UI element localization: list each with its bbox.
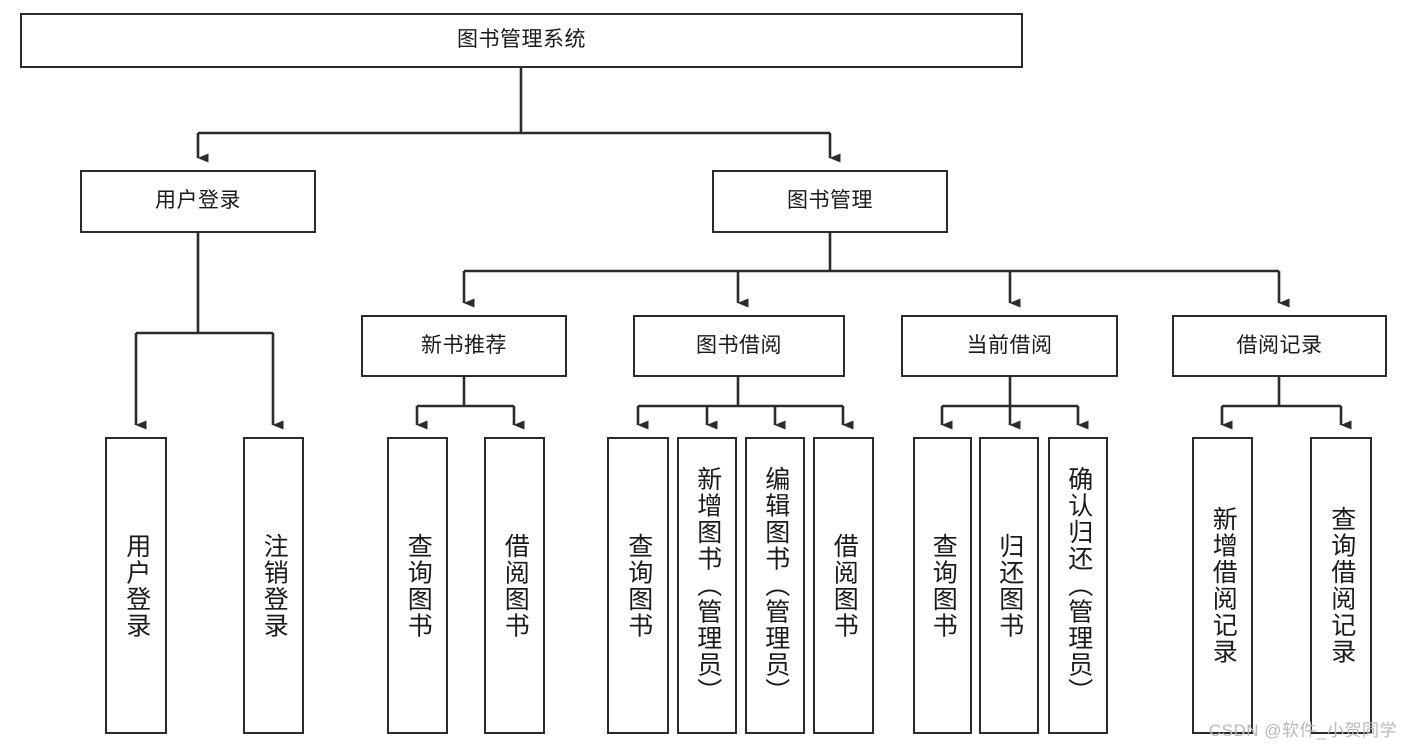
node-label: 查询图书 <box>404 532 433 639</box>
leaf-confirm-return[interactable]: 确认归还（管理员） <box>1048 437 1108 734</box>
node-label: 查询借阅记录 <box>1327 506 1356 665</box>
leaf-query-borrow-record[interactable]: 查询借阅记录 <box>1310 437 1372 734</box>
leaf-logout-login[interactable]: 注销登录 <box>243 437 304 734</box>
node-label: 新书推荐 <box>421 333 507 357</box>
node-label: 归还图书 <box>995 532 1024 639</box>
leaf-user-login[interactable]: 用户登录 <box>105 437 167 734</box>
leaf-borrow-book[interactable]: 借阅图书 <box>813 437 874 734</box>
node-borrow-record[interactable]: 借阅记录 <box>1172 315 1387 377</box>
node-label: 新增图书（管理员） <box>693 466 722 705</box>
node-label: 借阅记录 <box>1236 333 1323 357</box>
node-label: 查询图书 <box>624 532 653 639</box>
node-book-borrow[interactable]: 图书借阅 <box>633 315 845 377</box>
leaf-query-book-borrow[interactable]: 查询图书 <box>607 437 669 734</box>
node-new-book-recommend[interactable]: 新书推荐 <box>361 315 567 377</box>
leaf-query-book-current[interactable]: 查询图书 <box>913 437 972 734</box>
node-label: 查询图书 <box>929 532 958 639</box>
node-label: 注销登录 <box>260 532 289 639</box>
leaf-add-borrow-record[interactable]: 新增借阅记录 <box>1192 437 1253 734</box>
node-label: 新增借阅记录 <box>1209 506 1238 665</box>
leaf-query-book-recommend[interactable]: 查询图书 <box>387 437 448 734</box>
leaf-edit-book[interactable]: 编辑图书（管理员） <box>745 437 805 734</box>
node-book-management-system[interactable]: 图书管理系统 <box>20 13 1023 68</box>
node-book-management[interactable]: 图书管理 <box>712 170 948 233</box>
leaf-borrow-book-recommend[interactable]: 借阅图书 <box>484 437 545 734</box>
node-current-borrow[interactable]: 当前借阅 <box>901 315 1118 377</box>
node-label: 确认归还（管理员） <box>1064 466 1093 705</box>
node-label: 当前借阅 <box>966 333 1053 357</box>
node-label: 编辑图书（管理员） <box>761 466 790 705</box>
leaf-return-book[interactable]: 归还图书 <box>979 437 1039 734</box>
node-label: 借阅图书 <box>830 532 859 639</box>
csdn-watermark: CSDN @软件_小贺同学 <box>1208 721 1397 740</box>
node-label: 图书管理 <box>787 189 873 213</box>
leaf-add-book[interactable]: 新增图书（管理员） <box>677 437 737 734</box>
node-user-login[interactable]: 用户登录 <box>80 170 316 233</box>
node-label: 用户登录 <box>155 189 241 213</box>
node-label: 用户登录 <box>122 532 151 639</box>
node-label: 图书管理系统 <box>457 28 586 52</box>
node-label: 图书借阅 <box>696 333 782 357</box>
node-label: 借阅图书 <box>501 532 530 639</box>
